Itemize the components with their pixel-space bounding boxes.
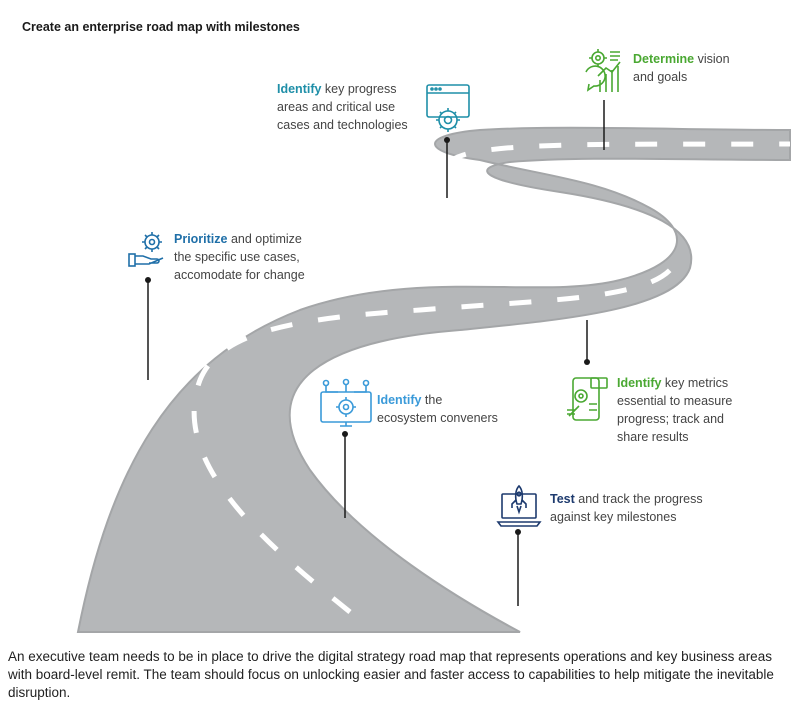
milestone-prioritize: Prioritize and optimize the specific use… bbox=[174, 230, 305, 284]
milestone-test: Test and track the progress against key … bbox=[550, 490, 703, 526]
milestone-text: share results bbox=[617, 428, 732, 446]
milestone-conveners: Identify the ecosystem conveners bbox=[377, 391, 498, 427]
milestone-keyword: Identify bbox=[277, 82, 321, 96]
milestone-text: and optimize bbox=[228, 232, 302, 246]
milestone-text: key metrics bbox=[661, 376, 728, 390]
milestone-text: cases and technologies bbox=[277, 116, 408, 134]
vision-goals-icon bbox=[578, 46, 626, 96]
laptop-rocket-icon bbox=[496, 482, 542, 528]
milestone-progress: Identify key progress areas and critical… bbox=[277, 80, 408, 134]
milestone-keyword: Identify bbox=[377, 393, 421, 407]
milestone-text: essential to measure bbox=[617, 392, 732, 410]
milestone-text: and goals bbox=[633, 68, 730, 86]
hand-gear-icon bbox=[126, 230, 170, 270]
milestone-text: the bbox=[421, 393, 442, 407]
browser-gear-icon bbox=[424, 82, 472, 134]
milestone-keyword: Prioritize bbox=[174, 232, 228, 246]
milestone-vision: Determine vision and goals bbox=[633, 50, 730, 86]
milestone-text: progress; track and bbox=[617, 410, 732, 428]
milestone-text: accomodate for change bbox=[174, 266, 305, 284]
milestone-metrics: Identify key metrics essential to measur… bbox=[617, 374, 732, 446]
milestone-keyword: Identify bbox=[617, 376, 661, 390]
monitor-network-icon bbox=[318, 378, 374, 430]
metrics-icon bbox=[563, 374, 611, 424]
milestone-text: the specific use cases, bbox=[174, 248, 305, 266]
milestone-text: areas and critical use bbox=[277, 98, 408, 116]
milestone-keyword: Determine bbox=[633, 52, 694, 66]
milestone-text: ecosystem conveners bbox=[377, 409, 498, 427]
milestone-text: and track the progress bbox=[575, 492, 703, 506]
milestone-keyword: Test bbox=[550, 492, 575, 506]
milestone-text: vision bbox=[694, 52, 729, 66]
milestone-text: against key milestones bbox=[550, 508, 703, 526]
figure-caption: An executive team needs to be in place t… bbox=[8, 648, 788, 702]
milestone-text: key progress bbox=[321, 82, 396, 96]
